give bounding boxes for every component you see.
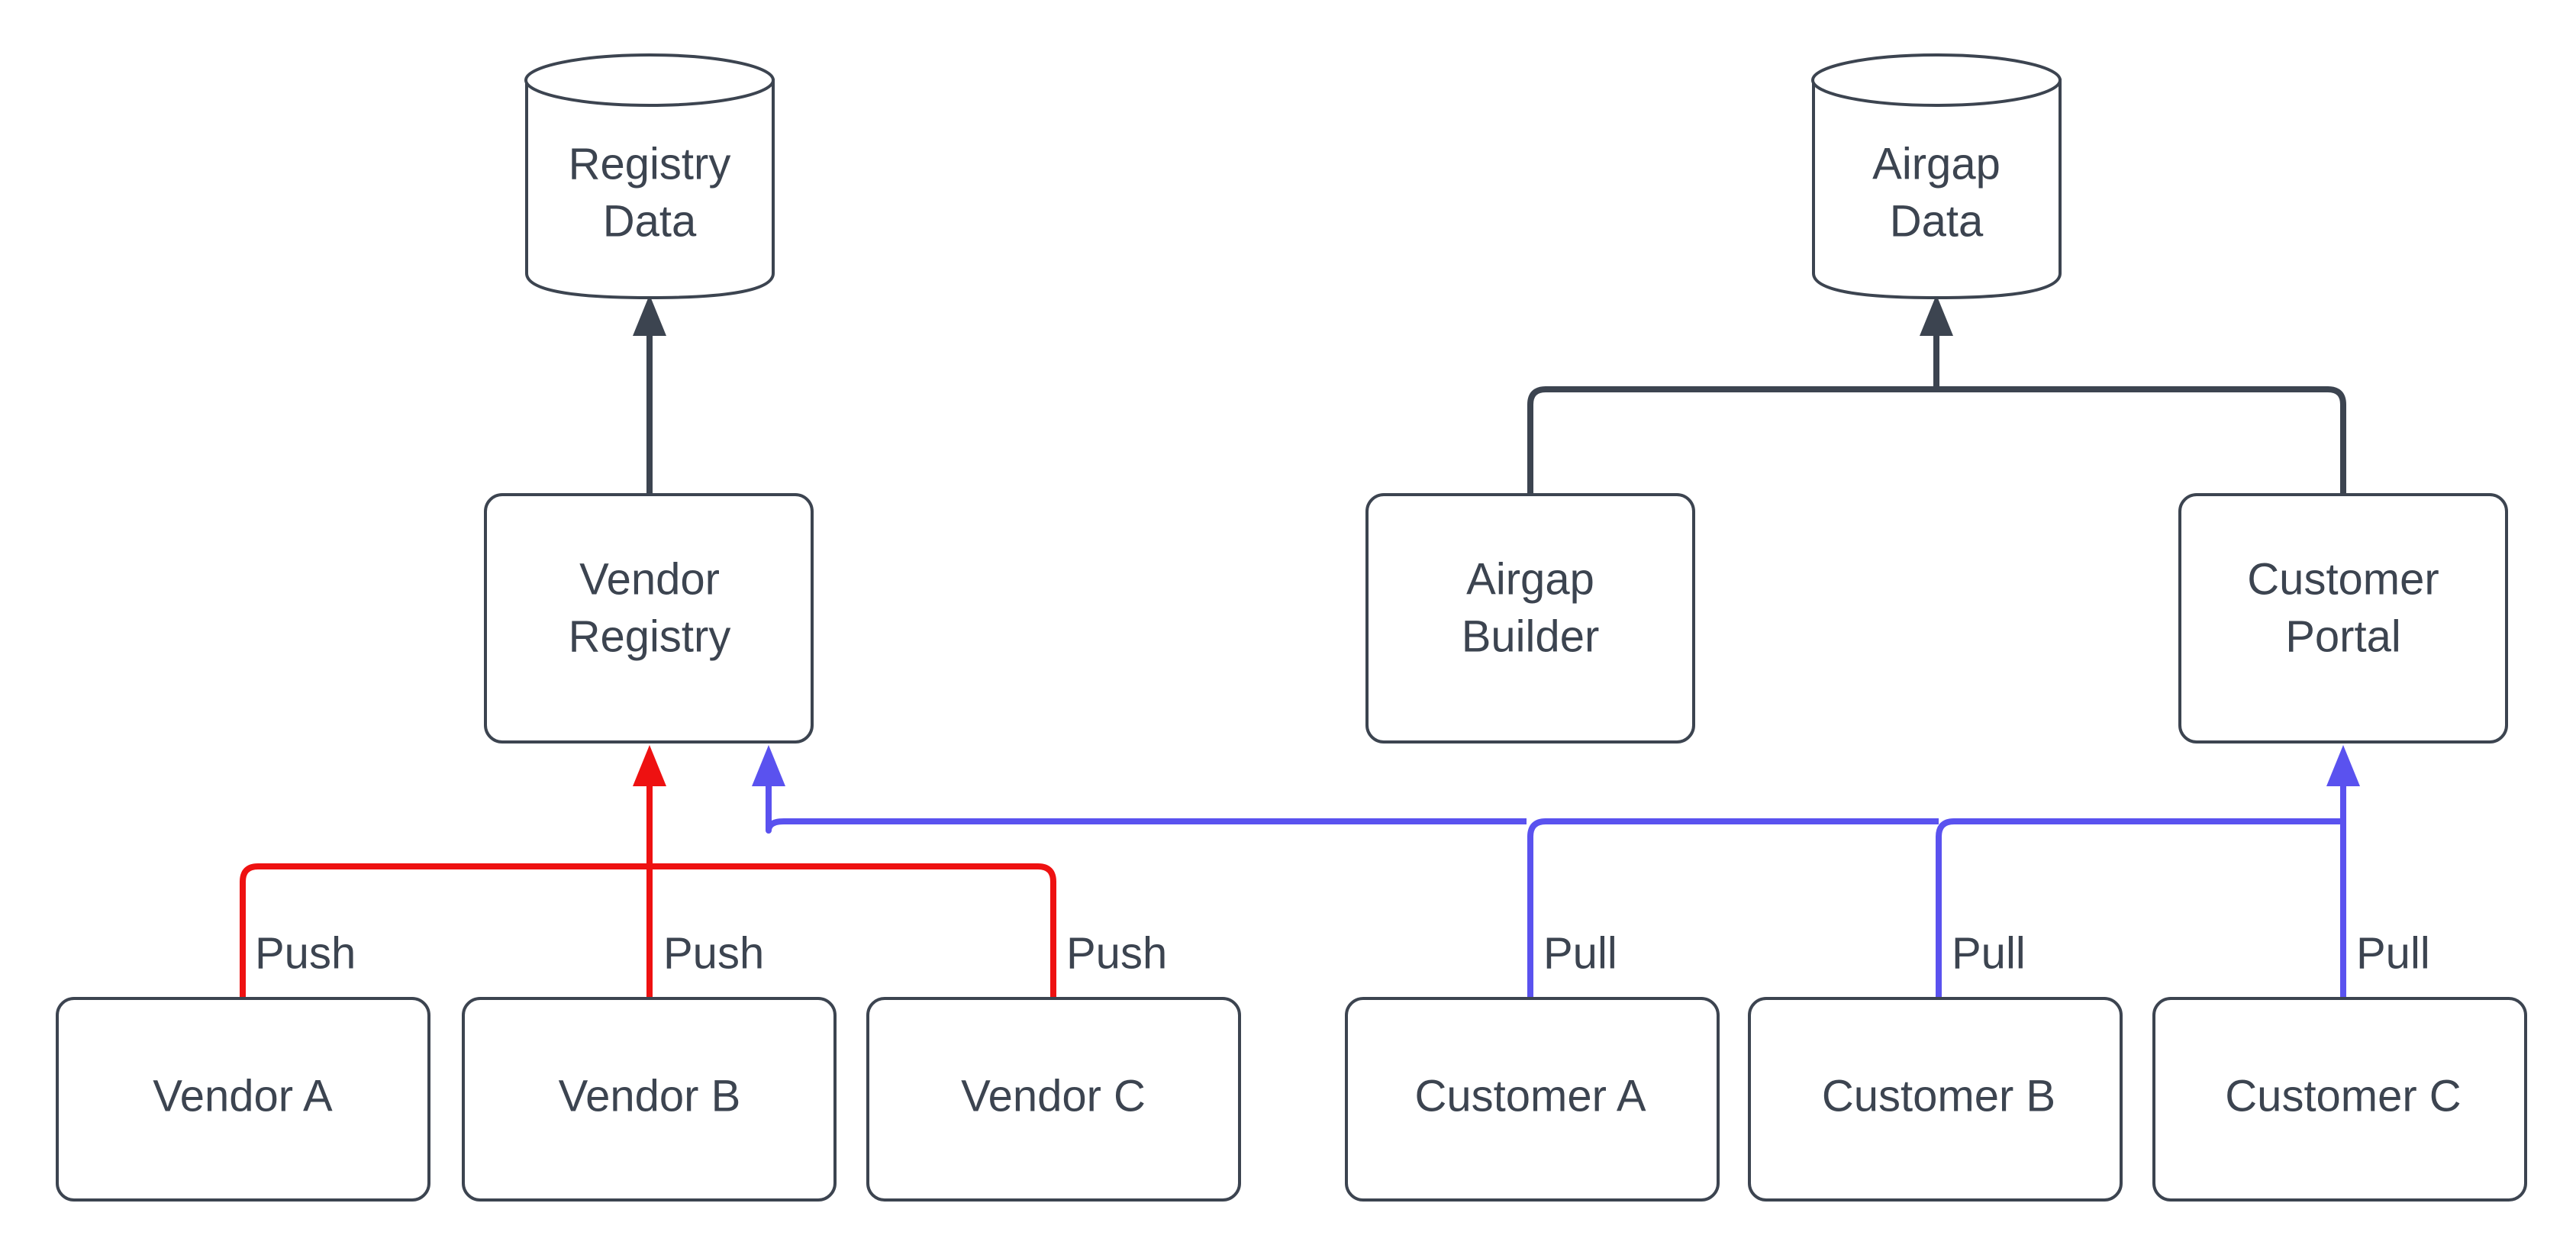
service-vendor-registry[interactable]: Vendor Registry — [484, 493, 814, 744]
cylinder-top-ellipse-icon — [1811, 53, 2062, 107]
arrowhead-icon — [752, 745, 785, 786]
service-customer-portal[interactable]: Customer Portal — [2178, 493, 2508, 744]
service-airgap-builder[interactable]: Airgap Builder — [1365, 493, 1695, 744]
edge-airgap-builder-to-airgap-data — [1527, 386, 1922, 495]
cylinder-database-icon — [1812, 79, 2062, 300]
datastore-label-line1: Registry — [569, 139, 731, 189]
edge-label-push-vendor-a: Push — [255, 928, 356, 978]
customer-c-node[interactable]: Customer C — [2152, 997, 2527, 1202]
datastore-label-line2: Data — [603, 196, 697, 246]
edge-label-push-vendor-c: Push — [1066, 928, 1167, 978]
customer-a-node[interactable]: Customer A — [1345, 997, 1720, 1202]
edge-line — [1922, 386, 2346, 495]
node-box — [2178, 493, 2508, 744]
node-box — [462, 997, 837, 1202]
arrowhead-icon — [1920, 295, 1953, 336]
service-label-line2: Registry — [569, 611, 731, 661]
node-box — [2152, 997, 2527, 1202]
node-box — [1365, 493, 1695, 744]
service-label-line1: Customer — [2247, 554, 2439, 604]
vendor-b-node[interactable]: Vendor B — [462, 997, 837, 1202]
edge-line — [1527, 386, 1922, 495]
node-box — [484, 493, 814, 744]
datastore-registry-data[interactable]: Registry Data — [524, 53, 775, 300]
vendor-c-node[interactable]: Vendor C — [866, 997, 1241, 1202]
customer-label: Customer B — [1822, 1071, 2055, 1121]
service-label-line1: Airgap — [1466, 554, 1594, 604]
edge-line — [1527, 818, 1939, 998]
edge-pull-customer-a — [1527, 818, 1939, 998]
datastore-label-line2: Data — [1890, 196, 1984, 246]
edge-label-pull-customer-c: Pull — [2356, 928, 2430, 978]
edge-vendor-registry-to-registry-data — [633, 295, 666, 495]
customer-label: Customer C — [2225, 1071, 2461, 1121]
cylinder-database-icon — [525, 79, 775, 300]
service-label-line1: Vendor — [579, 554, 720, 604]
node-box — [56, 997, 430, 1202]
edge-line — [766, 771, 1527, 834]
node-box — [1748, 997, 2123, 1202]
edge-label-pull-customer-b: Pull — [1952, 928, 2026, 978]
datastore-airgap-data[interactable]: Airgap Data — [1811, 53, 2062, 300]
vendor-label: Vendor C — [961, 1071, 1146, 1121]
customer-label: Customer A — [1415, 1071, 1646, 1121]
arrowhead-icon — [633, 745, 666, 786]
service-label-line2: Builder — [1462, 611, 1600, 661]
edge-pull-customer-b — [1936, 818, 2343, 998]
edge-customer-portal-to-airgap-data — [1922, 386, 2346, 495]
service-label-line2: Portal — [2285, 611, 2401, 661]
vendor-a-node[interactable]: Vendor A — [56, 997, 430, 1202]
edge-pull-customer-c — [2326, 745, 2360, 998]
arrowhead-icon — [2326, 745, 2360, 786]
edge-pull-into-vendor-registry — [752, 745, 1527, 834]
edge-label-push-vendor-b: Push — [663, 928, 764, 978]
customer-b-node[interactable]: Customer B — [1748, 997, 2123, 1202]
edge-line — [1936, 818, 2343, 998]
edge-push-vendor-b-riser — [633, 745, 666, 998]
edge-label-pull-customer-a: Pull — [1543, 928, 1617, 978]
datastore-label-line1: Airgap — [1872, 139, 2001, 189]
vendor-label: Vendor B — [559, 1071, 741, 1121]
cylinder-top-ellipse-icon — [524, 53, 775, 107]
node-box — [1345, 997, 1720, 1202]
vendor-label: Vendor A — [153, 1071, 333, 1121]
node-box — [866, 997, 1241, 1202]
edge-airgap-riser — [1920, 295, 1953, 389]
arrowhead-icon — [633, 295, 666, 336]
